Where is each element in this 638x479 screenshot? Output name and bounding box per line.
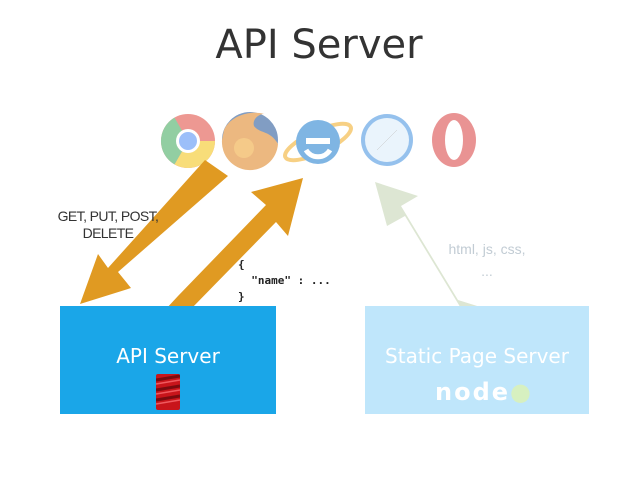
api-server-label: API Server (116, 344, 220, 368)
nodejs-logo-dot: ● (510, 378, 533, 406)
http-methods-label: GET, PUT, POST, DELETE (48, 208, 168, 242)
static-page-server-label: Static Page Server (385, 344, 569, 368)
nodejs-logo: node● (435, 378, 533, 406)
json-snippet: { "name" : ...} (238, 257, 331, 305)
api-server-box: API Server (60, 306, 276, 414)
static-page-server-box: Static Page Server node● (365, 306, 589, 414)
json-line3: } (238, 290, 245, 303)
request-arrow (80, 160, 228, 304)
json-line2: "name" : ... (238, 274, 331, 287)
http-methods-line2: DELETE (82, 225, 134, 241)
internet-explorer-icon (283, 120, 353, 164)
scala-icon (156, 374, 180, 410)
firefox-icon (221, 112, 278, 171)
page-title: API Server (215, 22, 423, 68)
opera-icon (432, 113, 476, 167)
safari-icon (361, 114, 413, 166)
response-arrow (165, 178, 303, 310)
chrome-icon (160, 114, 215, 169)
http-methods-line1: GET, PUT, POST, (57, 208, 159, 224)
json-line1: { (238, 258, 245, 271)
nodejs-logo-text: node (435, 378, 511, 406)
static-content-arrow (375, 182, 490, 310)
static-assets-line2: ... (481, 263, 493, 279)
static-assets-line1: html, js, css, (448, 241, 526, 257)
static-assets-label: html, js, css, ... (432, 238, 542, 282)
